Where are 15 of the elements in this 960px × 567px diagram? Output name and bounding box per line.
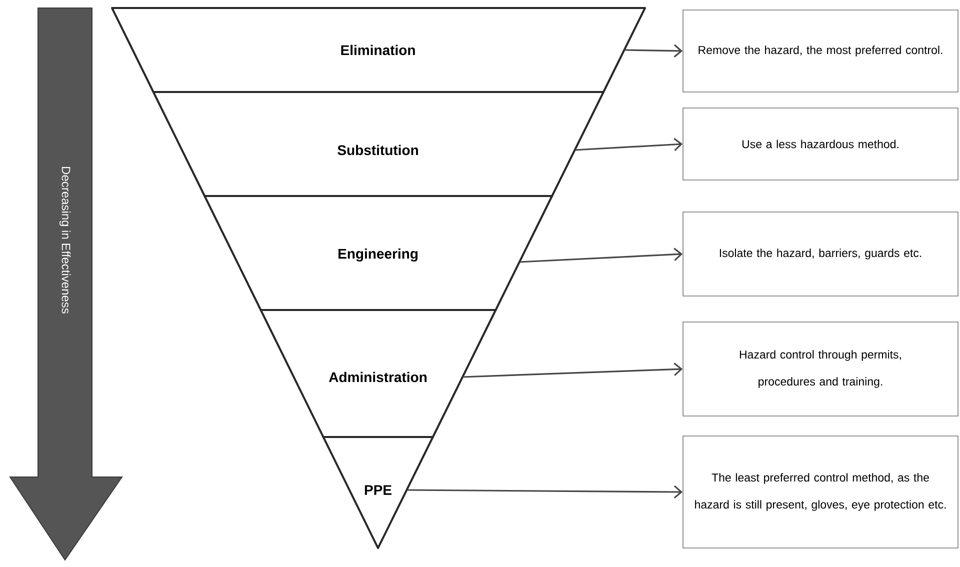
- arrow: [574, 138, 683, 152]
- description-box: Remove the hazard, the most preferred control.: [682, 10, 958, 92]
- description-box: Use a less hazardous method.: [682, 108, 958, 180]
- arrow: [520, 248, 683, 263]
- arrow: [624, 44, 683, 58]
- description-box: Isolate the hazard, barriers, guards etc.: [682, 212, 958, 296]
- description-box: Hazard control through permits, procedures and training.: [682, 322, 958, 416]
- description-box: The least preferred control method, as the hazard is still present, gloves, eye protection etc.: [682, 436, 958, 548]
- triangle-band: Elimination: [111, 7, 646, 93]
- arrow: [462, 362, 683, 378]
- triangle-band: Substitution: [152, 91, 604, 197]
- direction-label: Decreasing in Effectiveness: [59, 167, 71, 314]
- triangle-band: PPE: [322, 436, 434, 549]
- arrow: [406, 485, 683, 499]
- triangle-band: Engineering: [204, 195, 554, 311]
